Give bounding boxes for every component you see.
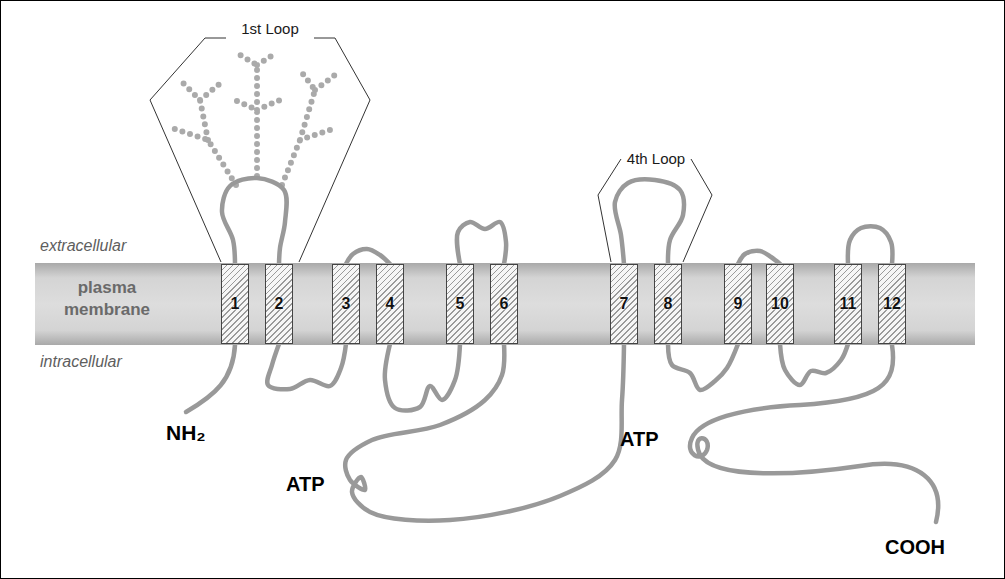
glycan-chain <box>235 55 280 176</box>
segment-number: 9 <box>734 295 743 313</box>
transmembrane-segment: 2 <box>265 264 293 344</box>
terminus-label: NH₂ <box>166 420 206 445</box>
transmembrane-segment: 10 <box>766 264 794 344</box>
segment-number: 10 <box>771 295 789 313</box>
segment-number: 3 <box>342 295 351 313</box>
bracket-line <box>683 159 712 262</box>
polypeptide-loop <box>668 344 738 390</box>
polypeptide-loop <box>457 222 506 264</box>
transmembrane-segment: 7 <box>610 264 638 344</box>
polypeptide-loop <box>780 344 848 385</box>
segment-number: 7 <box>620 295 629 313</box>
glycan-chain <box>172 80 236 185</box>
bracket-line <box>598 159 621 262</box>
loop-label: 1st Loop <box>241 20 299 38</box>
glycan-chain <box>282 70 335 185</box>
segment-number: 11 <box>840 295 857 313</box>
segment-number: 8 <box>664 295 673 313</box>
transmembrane-segment: 5 <box>446 264 474 344</box>
transmembrane-segment: 4 <box>376 264 404 344</box>
region-label: extracellular <box>40 236 126 255</box>
transmembrane-segment: 8 <box>654 264 682 344</box>
segment-number: 5 <box>456 295 465 313</box>
transmembrane-segment: 11 <box>834 264 862 344</box>
segment-number: 4 <box>386 295 395 313</box>
binding-site-label: ATP <box>620 427 659 451</box>
transmembrane-segment: 1 <box>221 264 249 344</box>
region-label: intracellular <box>40 352 122 371</box>
transmembrane-segment: 6 <box>490 264 518 344</box>
membrane-band: plasma membrane123456789101112 <box>35 263 975 345</box>
binding-site-label: ATP <box>286 472 325 496</box>
glycan-trees <box>172 55 335 185</box>
polypeptide-loop <box>346 249 390 264</box>
segment-number: 6 <box>500 295 509 313</box>
protein-tails <box>186 345 938 522</box>
polypeptide-loop <box>615 179 684 264</box>
amino-tail <box>186 345 235 412</box>
loop-bracket <box>150 38 712 262</box>
segment-number: 12 <box>883 295 901 313</box>
segment-number: 2 <box>275 295 284 313</box>
polypeptide-loop <box>385 344 460 410</box>
segment-number: 1 <box>231 295 240 313</box>
membrane-label: plasma membrane <box>47 277 167 321</box>
bracket-line <box>299 38 370 262</box>
transmembrane-segment: 12 <box>878 264 906 344</box>
terminus-label: COOH <box>885 535 945 559</box>
transmembrane-segment: 3 <box>332 264 360 344</box>
polypeptide-loop <box>345 344 624 521</box>
polypeptide-loop <box>222 178 287 264</box>
polypeptide-loop <box>848 226 892 264</box>
polypeptide-loop <box>267 344 346 389</box>
loop-label: 4th Loop <box>627 150 685 168</box>
transmembrane-segment: 9 <box>724 264 752 344</box>
